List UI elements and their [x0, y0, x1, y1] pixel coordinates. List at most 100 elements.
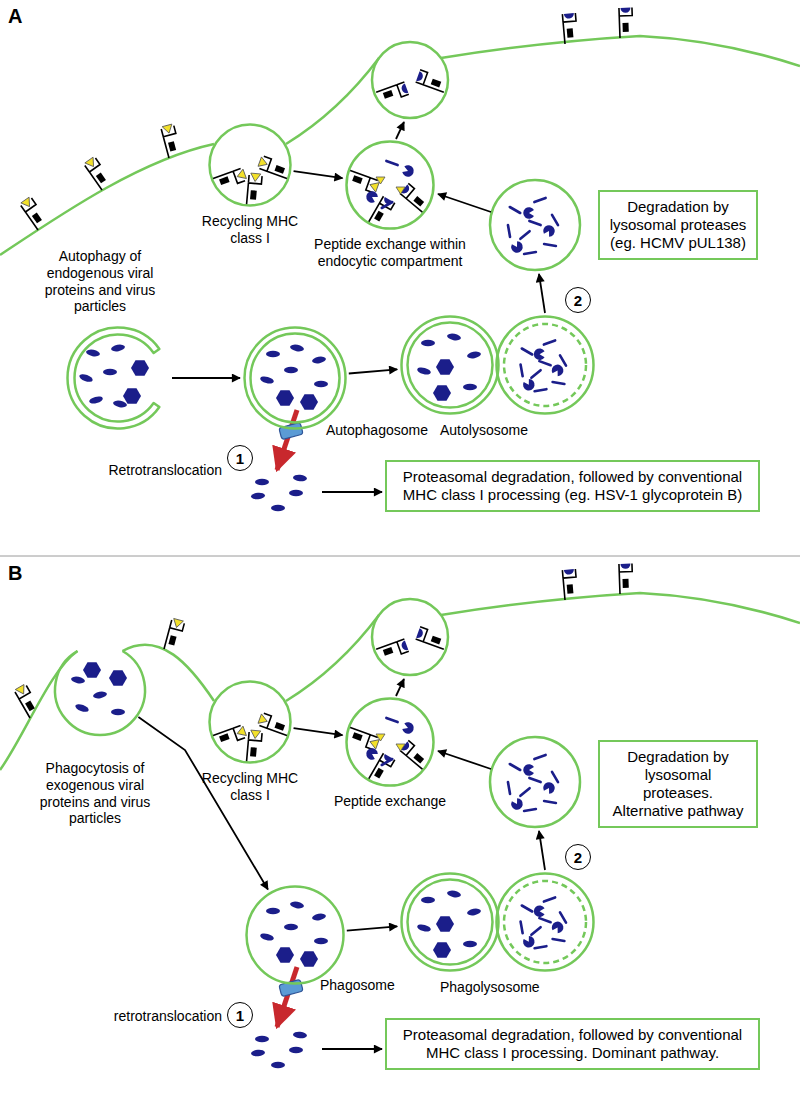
beta2-microglobulin — [352, 732, 363, 741]
lysosomal-protease — [364, 189, 379, 204]
mhc-class-i — [164, 618, 185, 652]
flow-arrow — [539, 274, 545, 313]
mhc-heavy-chain — [619, 8, 633, 38]
self-peptide — [250, 730, 261, 739]
vesicle-label: Phagosome — [320, 977, 432, 994]
mhc-heavy-chain — [619, 564, 633, 594]
mhc-class-i — [161, 124, 182, 158]
viral-peptide — [416, 628, 424, 639]
autophagosome-vesicle: Autophagosome — [243, 326, 347, 430]
lysosomal-protease — [523, 764, 534, 776]
viral-protein — [421, 340, 435, 346]
peptide-fragment — [386, 161, 397, 165]
vesicle-label: Peptide exchange — [305, 793, 475, 810]
membrane — [408, 880, 493, 965]
viral-protein — [74, 703, 89, 714]
lysosomal-protease — [541, 780, 556, 795]
beta2-microglobulin — [374, 768, 384, 779]
vesicle: Phagosome — [245, 885, 345, 985]
viral-peptide — [620, 8, 630, 13]
viral-protein — [93, 691, 108, 700]
mhc-heavy-chain — [259, 156, 292, 178]
beta2-microglobulin — [413, 753, 424, 763]
viral-protein — [103, 369, 117, 375]
process-label: retrotranslocation — [92, 1008, 222, 1025]
fused-lysosome: Phagolysosome — [400, 872, 595, 972]
peptide-fragment — [535, 946, 547, 948]
beta2-microglobulin — [431, 79, 442, 88]
membrane — [55, 651, 145, 735]
mhc-class-i — [416, 70, 449, 92]
exocytic-vesicle — [372, 599, 448, 675]
viral-protein — [463, 384, 477, 390]
mhc-heavy-chain — [562, 13, 578, 44]
self-peptide — [250, 173, 261, 182]
peptide-vesicle — [490, 737, 580, 827]
peptide-fragment — [560, 355, 566, 365]
mhc-heavy-chain — [376, 639, 409, 661]
peptide-fragment — [535, 389, 547, 391]
self-peptide — [85, 157, 98, 169]
lysosomal-protease — [523, 207, 534, 219]
plasma-membrane — [441, 36, 800, 66]
mhc-class-i — [84, 156, 113, 190]
phagophore-cup: Autophagy of endogenous viral proteins a… — [66, 326, 170, 430]
membrane — [247, 887, 344, 984]
callout-circle: 1 — [227, 1002, 253, 1028]
viral-protein — [467, 351, 482, 360]
beta2-microglobulin — [219, 176, 230, 185]
mhc-class-i — [562, 569, 578, 600]
flow-arrow — [322, 491, 382, 493]
beta2-microglobulin — [219, 733, 230, 742]
peptide-fragment — [508, 225, 510, 237]
viral-protein — [86, 349, 101, 358]
plasma-membrane — [286, 58, 379, 144]
note-box: Degradation by lysosomal proteases (eg. … — [598, 190, 758, 260]
viral-peptide — [416, 71, 424, 82]
lysosomal-protease — [550, 363, 565, 378]
vesicle-label: Recycling MHC class I — [190, 213, 310, 247]
beta2-microglobulin — [32, 213, 42, 224]
note-text: Degradation by lysosomal proteases. Alte… — [608, 748, 748, 820]
peptide-fragment — [522, 906, 532, 912]
peptide-fragment — [544, 897, 555, 901]
mhc-class-i — [562, 13, 578, 44]
flow-arrow — [438, 194, 491, 212]
viral-protein — [463, 941, 477, 947]
self-peptide — [162, 124, 174, 134]
peptide-fragment — [553, 939, 565, 941]
callout-number: 2 — [574, 850, 582, 865]
peptide-fragment — [534, 755, 545, 759]
membrane — [402, 874, 499, 971]
callout-circle: 2 — [565, 844, 591, 870]
viral-protein — [255, 1036, 269, 1042]
membrane — [402, 317, 499, 414]
mhc-class-i — [376, 639, 409, 661]
lysosomal-protease — [550, 920, 565, 935]
viral-protein — [251, 492, 266, 500]
viral-protein — [271, 505, 285, 511]
exocytic-vesicle — [372, 42, 448, 118]
vesicle: Peptide exchange within endocytic compar… — [345, 140, 435, 230]
flow-arrow — [396, 122, 404, 139]
peptide-fragment — [521, 364, 523, 376]
vesicle-outline — [245, 885, 345, 985]
vesicle-outline — [345, 140, 435, 230]
beta2-microglobulin — [413, 196, 424, 206]
vesicle: Recycling MHC class I — [208, 123, 292, 207]
mhc-heavy-chain — [161, 126, 181, 158]
self-peptide — [235, 169, 246, 181]
peptide-fragment — [529, 778, 540, 782]
free-self-peptide — [396, 187, 405, 194]
retrotranslocation-arrow — [277, 967, 297, 1027]
mhc-heavy-chain — [15, 686, 41, 718]
vesicle-outline — [208, 680, 292, 764]
viral-protein — [88, 395, 103, 405]
vesicle-outline — [243, 326, 347, 430]
viral-peptide — [400, 83, 408, 94]
vesicle-outline — [345, 697, 435, 787]
lysosomal-protease — [521, 378, 536, 393]
peptide-fragment — [534, 198, 545, 202]
